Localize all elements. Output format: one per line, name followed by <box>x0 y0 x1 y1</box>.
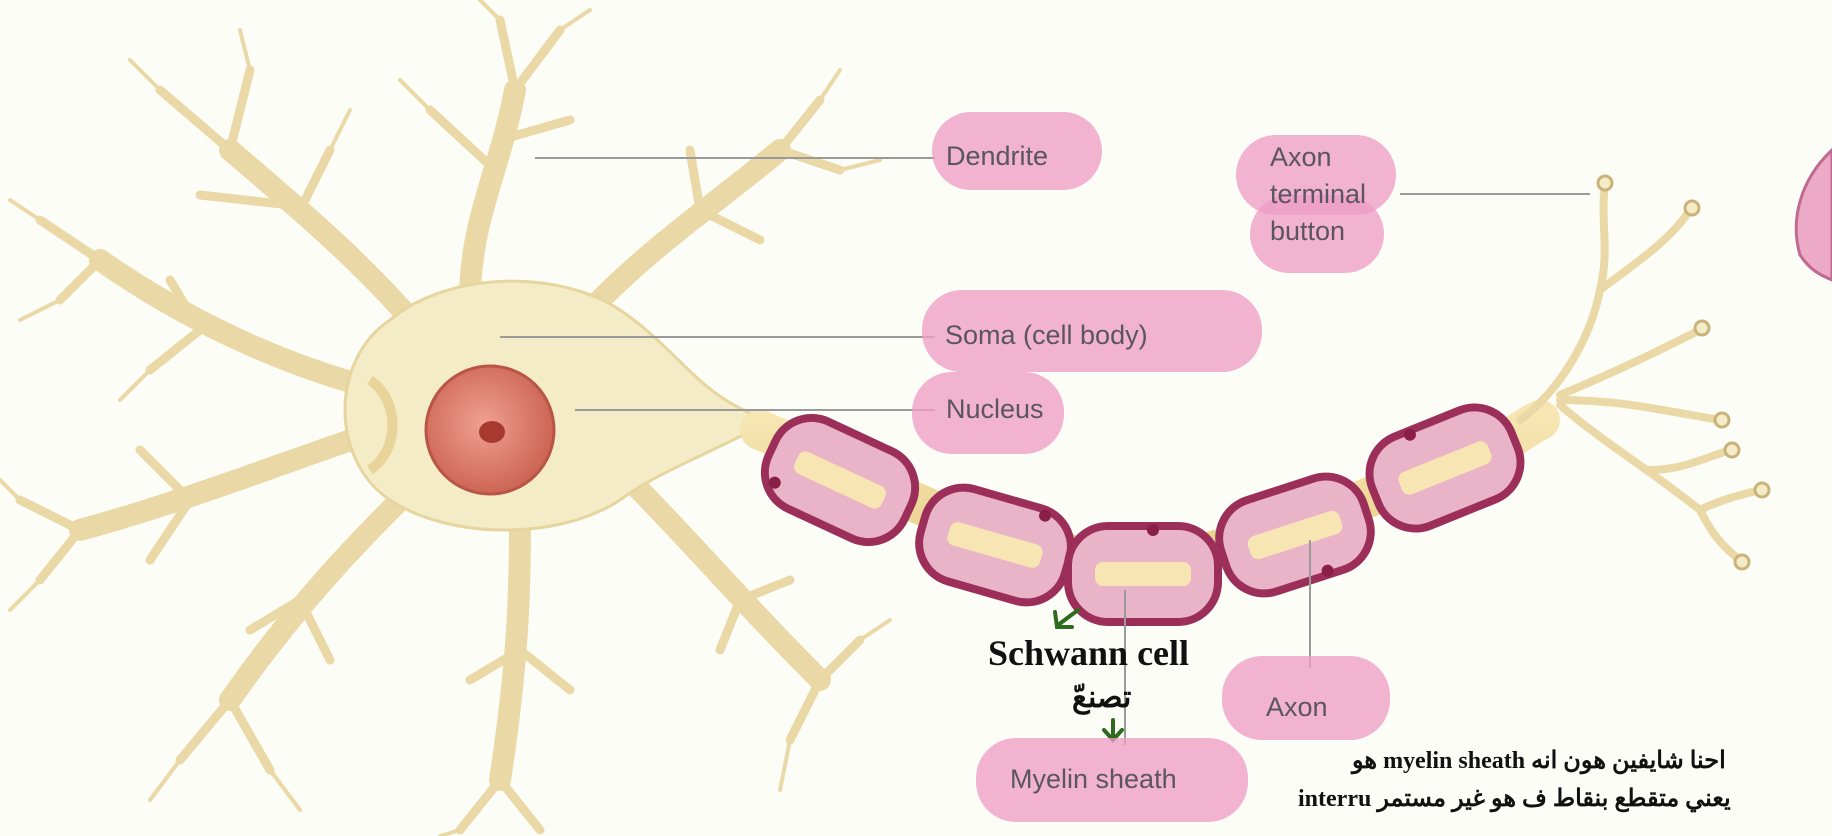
note-schwann-arabic: تصنعّ <box>1072 680 1131 715</box>
axon-terminals <box>1520 185 1760 560</box>
note-myelin-line2: interru يعني متقطع بنقاط ف هو غير مستمر <box>1298 784 1731 813</box>
handwritten-arrows <box>1055 610 1122 740</box>
label-soma: Soma (cell body) <box>945 320 1148 351</box>
note-schwann-cell: Schwann cell <box>988 632 1189 674</box>
label-axon-terminal-2: terminal <box>1270 179 1366 210</box>
note-myelin-line1: احنا شايفين هون انه myelin sheath هو <box>1352 746 1726 775</box>
label-axon-terminal-3: button <box>1270 216 1345 247</box>
label-nucleus: Nucleus <box>946 394 1044 425</box>
terminal-buttons <box>1598 176 1769 569</box>
nucleolus <box>479 421 505 443</box>
label-dendrite: Dendrite <box>946 141 1048 172</box>
label-axon: Axon <box>1266 692 1328 723</box>
label-axon-terminal-1: Axon <box>1270 142 1332 173</box>
target-cell <box>1796 150 1832 280</box>
myelin-segments <box>752 394 1533 622</box>
soma <box>345 281 770 530</box>
label-myelin-sheath: Myelin sheath <box>1010 764 1177 795</box>
